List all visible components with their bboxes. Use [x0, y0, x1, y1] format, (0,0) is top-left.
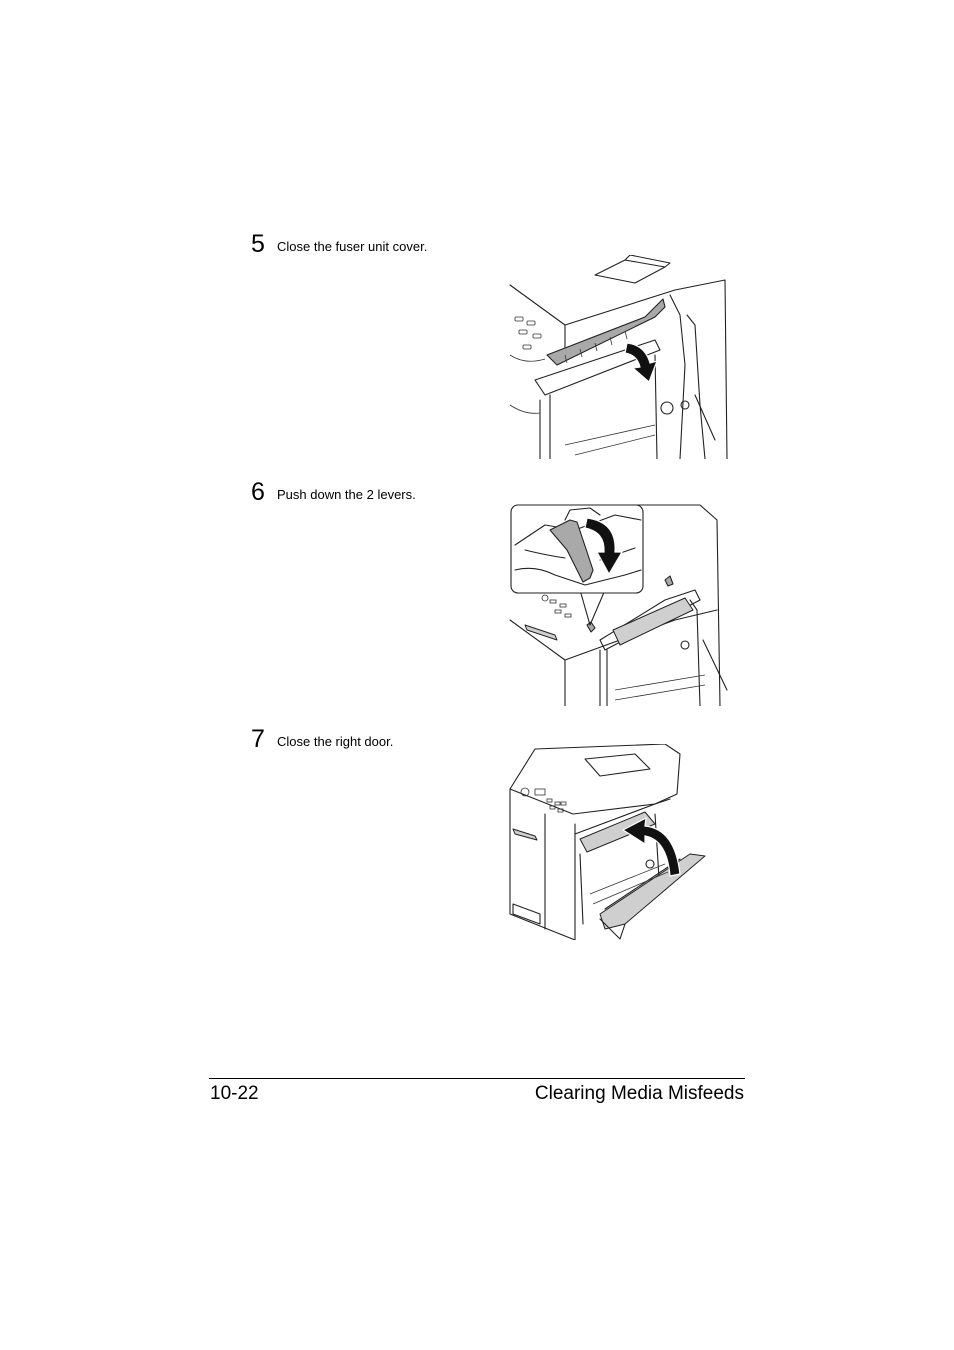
push-levers-illustration: [505, 500, 731, 706]
close-fuser-cover-illustration: [505, 255, 731, 459]
step-number: 6: [251, 478, 265, 506]
step-number: 5: [251, 230, 265, 258]
page-number: 10-22: [210, 1083, 259, 1104]
close-right-door-illustration: [505, 744, 715, 940]
footer-rule: [209, 1078, 745, 1079]
section-title: Clearing Media Misfeeds: [534, 1083, 744, 1104]
step-instruction: Close the fuser unit cover.: [277, 239, 428, 254]
step-number: 7: [251, 725, 265, 753]
step-instruction: Push down the 2 levers.: [277, 487, 416, 502]
step-instruction: Close the right door.: [277, 734, 394, 749]
